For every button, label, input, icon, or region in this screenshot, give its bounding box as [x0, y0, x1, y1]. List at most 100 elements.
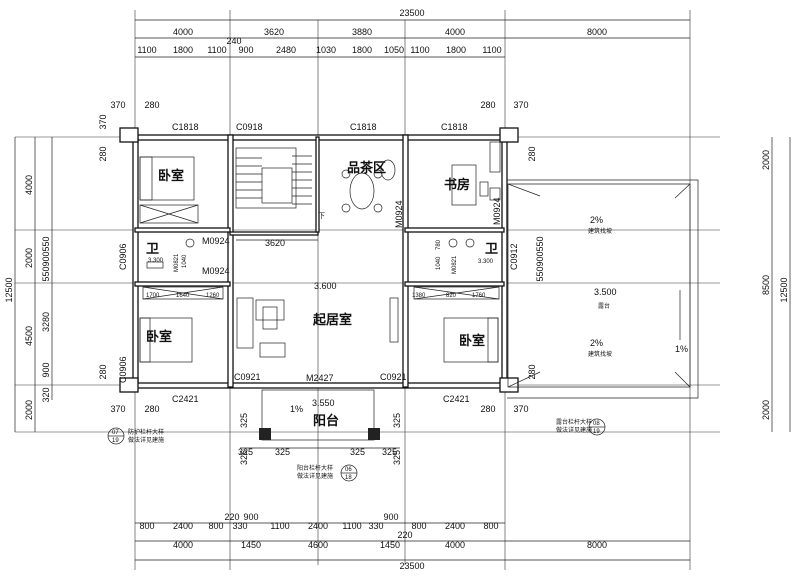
dim-bot2-6: 4000: [445, 540, 465, 550]
dim-bot-11: 900: [383, 512, 398, 522]
detail-right-bottom: 19: [593, 429, 600, 435]
dim-top2-4: 240: [226, 36, 241, 46]
dim-corner-br-a: 280: [480, 404, 495, 414]
dim-corner-tl-a: 370: [110, 100, 125, 110]
dim-corner-bl-a: 370: [110, 404, 125, 414]
dim-bot2-1: 4000: [173, 540, 193, 550]
window-c0918: C0918: [236, 122, 263, 132]
inner-1040-a: 1040: [182, 254, 188, 268]
dim-bot-13: 2400: [445, 521, 465, 531]
dim-left-inner-8: 900: [41, 362, 51, 377]
inner-780: 780: [436, 239, 442, 250]
dim-left-3: 4500: [24, 326, 34, 346]
dim-top-2: 3620: [264, 27, 284, 37]
dim-top2-3: 1100: [207, 45, 226, 55]
dim-top2-5: 900: [238, 45, 253, 55]
room-bath-1: 卫: [146, 241, 159, 256]
corner-dimensions: 370 280 280 370 370 280 280 370: [110, 100, 528, 414]
level-living: 3.600: [314, 281, 337, 291]
level-terrace: 3.500: [594, 287, 617, 297]
detail-mid-bottom: 18: [345, 475, 352, 481]
room-bedroom-1: 卧室: [158, 168, 184, 183]
detail-callouts: 07 19 防护栏杆大样 做法详见建施 06 18 阳台栏杆大样 做法详见建施 …: [107, 418, 606, 482]
door-m0821-a: M0821: [174, 253, 180, 272]
dim-top2-12: 1100: [482, 45, 501, 55]
dim-bot-4: 220: [224, 512, 239, 522]
slope-terrace-bottom: 2%: [590, 338, 603, 348]
slope-balcony: 1%: [290, 404, 303, 414]
dim-right-550a: 550: [535, 236, 545, 251]
terrace: 2% 建筑找坡 露台 2% 建筑找坡 1%: [507, 179, 699, 399]
balcony-dim-6: 325: [239, 450, 249, 465]
balcony-dim-4: 325: [382, 447, 397, 457]
inner-1260: 1260: [206, 293, 220, 299]
dim-bot-2: 2400: [173, 521, 193, 531]
dim-corner-tr-b: 370: [513, 100, 528, 110]
dim-left-2: 2000: [24, 248, 34, 268]
inner-1040-b: 1040: [436, 256, 442, 270]
dim-right-2: 8500: [761, 275, 771, 295]
dim-left-inner-3: 900: [41, 251, 51, 266]
dim-right-550b: 550: [535, 266, 545, 281]
room-bedroom-3: 卧室: [459, 333, 485, 348]
dim-top2-9: 1050: [384, 45, 404, 55]
dim-left-tl-370: 370: [98, 114, 108, 129]
dim-right-900: 900: [535, 251, 545, 266]
dim-bot-1: 800: [139, 521, 154, 531]
dim-bot2-3: 4600: [308, 540, 328, 550]
inner-1640: 1640: [176, 293, 190, 299]
dim-top2-11: 1800: [446, 45, 466, 55]
window-c0906-a: C0906: [118, 243, 128, 270]
rail-note-mid-1: 阳台栏杆大样: [297, 464, 333, 472]
balcony: 1% 325 325 325 325 325 325 325 325: [238, 389, 402, 465]
dim-bot-7: 1100: [270, 521, 289, 531]
dim-top2-1: 1100: [137, 45, 156, 55]
room-bedroom-2: 卧室: [146, 329, 172, 344]
room-bath-2: 卫: [485, 241, 498, 256]
dim-left-total: 12500: [4, 277, 14, 302]
dim-bot-total: 23500: [399, 561, 424, 571]
dim-bot-10: 330: [368, 521, 383, 531]
balcony-dim-2: 325: [275, 447, 290, 457]
opening-labels: C1818 C0918 C1818 C1818 C0906 C0912 C090…: [118, 122, 519, 404]
bottom-dimensions: 800 2400 800 220 330 900 1100 2400 1100 …: [135, 512, 690, 571]
rail-note-mid-2: 做法详见建施: [297, 472, 333, 480]
dim-corner-bl-b: 280: [144, 404, 159, 414]
door-m2427: M2427: [306, 373, 334, 383]
window-c1818-a: C1818: [172, 122, 199, 132]
dim-left-bl-280: 280: [98, 364, 108, 379]
dim-top2-10: 1100: [410, 45, 429, 55]
rail-note-left-1: 防护栏杆大样: [128, 428, 164, 436]
right-dimensions: 12500 2000 8500 2000 280 550 900 550 280: [527, 137, 791, 432]
dim-left-inner-9: 320: [41, 387, 51, 402]
window-c1818-c: C1818: [441, 122, 468, 132]
dim-left-inner-2: 550: [41, 236, 51, 251]
dim-corner-tl-b: 280: [144, 100, 159, 110]
window-c0912: C0912: [509, 243, 519, 270]
slope-terrace-top: 2%: [590, 215, 603, 225]
slope-terrace-side: 1%: [675, 344, 688, 354]
dim-bot-9: 1100: [342, 521, 361, 531]
dim-corner-tr-a: 280: [480, 100, 495, 110]
balcony-dim-1: 325: [238, 447, 253, 457]
window-c0921-b: C0921: [380, 372, 407, 382]
door-m0924-b: M0924: [202, 266, 230, 276]
drain-terrace-top: 建筑找坡: [588, 227, 612, 235]
dim-top2-7: 1030: [316, 45, 336, 55]
dim-top-1: 4000: [173, 27, 193, 37]
room-study: 书房: [444, 177, 470, 192]
balcony-dim-5: 325: [239, 413, 249, 428]
window-c0906-b: C0906: [118, 356, 128, 383]
door-m0924-d: M0924: [492, 197, 502, 225]
dim-bot2-7: 8000: [587, 540, 607, 550]
dim-top2-8: 1800: [352, 45, 372, 55]
stair-span-dim: 3620: [265, 238, 285, 248]
room-balcony: 阳台: [313, 413, 339, 428]
dim-top2-6: 2480: [276, 45, 296, 55]
dim-top-total: 23500: [399, 8, 424, 18]
dim-left-inner-4: 550: [41, 266, 51, 281]
walls: [119, 127, 519, 393]
dim-right-3: 2000: [761, 400, 771, 420]
detail-mid-top: 06: [345, 467, 352, 473]
